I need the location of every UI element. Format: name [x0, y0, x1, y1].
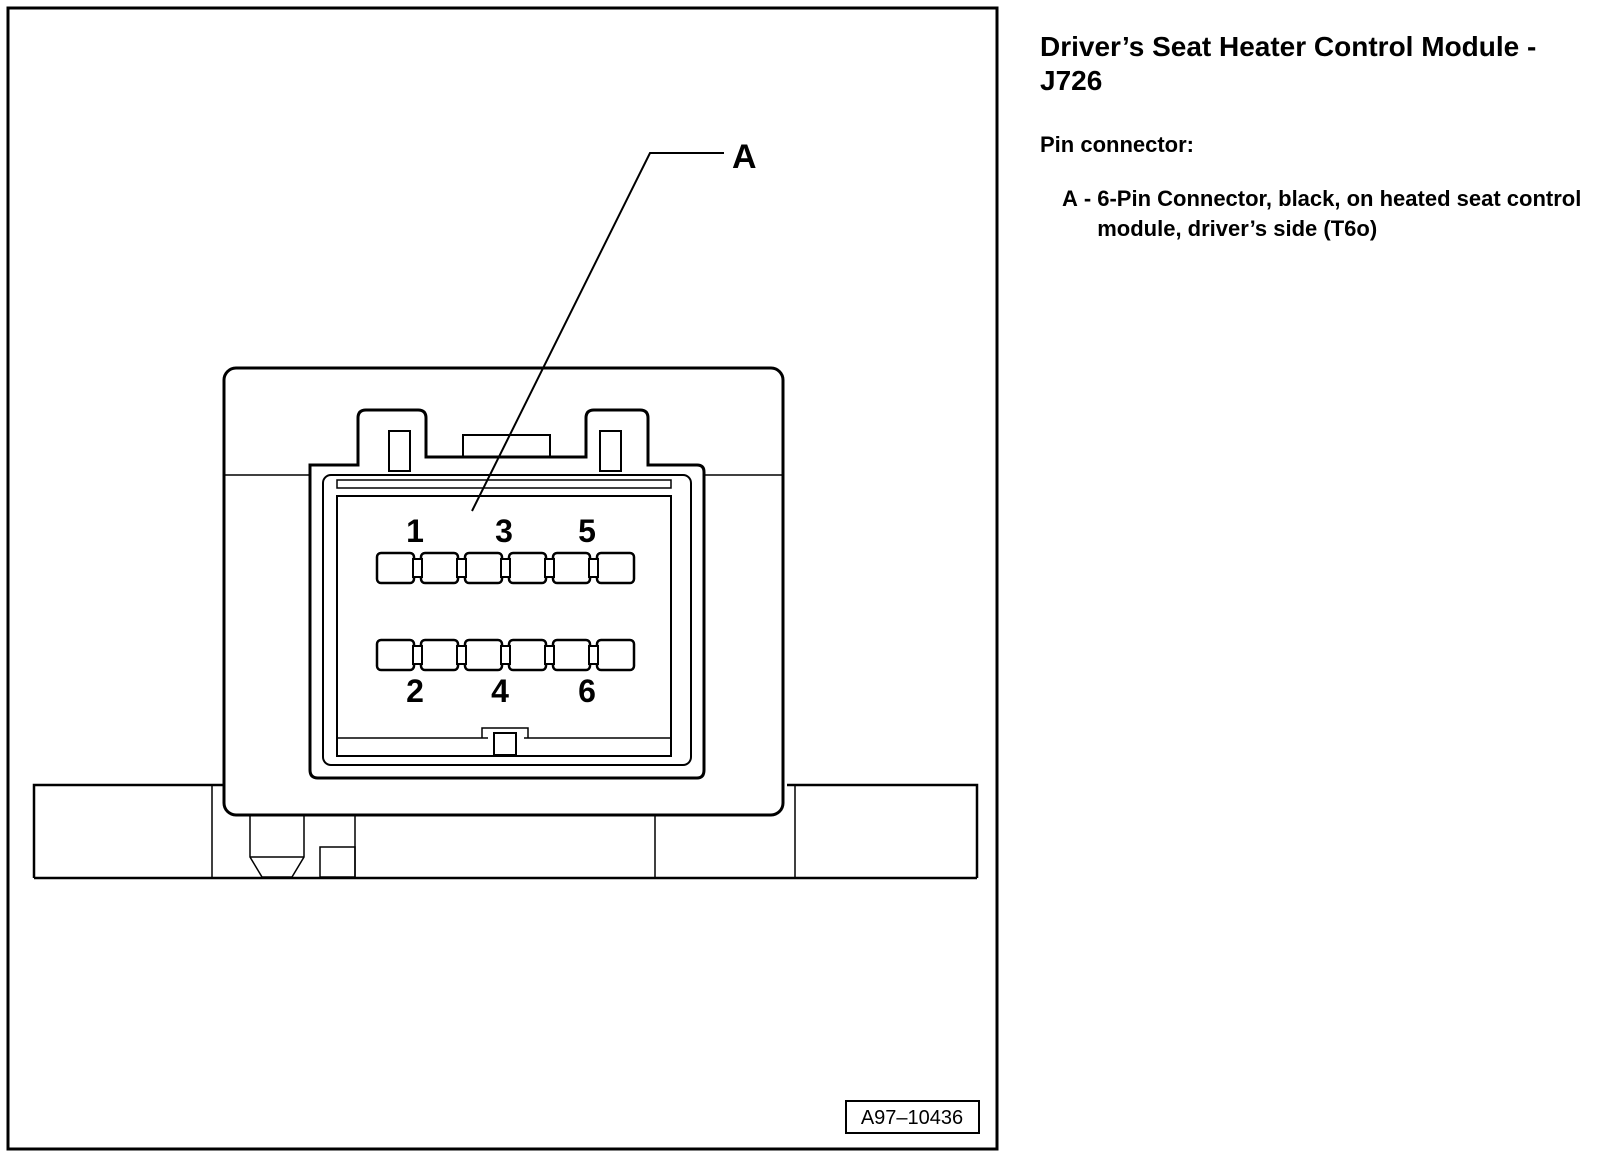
terminal-segment-top-2 — [419, 551, 460, 585]
legend-separator: - — [1083, 186, 1092, 211]
terminal-joint-top-4 — [544, 558, 555, 578]
terminal-joint-bottom-2 — [456, 645, 467, 665]
figure-id-box — [845, 1100, 980, 1134]
pin-label-3: 3 — [495, 513, 513, 549]
description-panel: Driver’s Seat Heater Control Module - J7… — [1040, 30, 1595, 244]
terminal-segment-bottom-3 — [463, 638, 504, 672]
pin-label-6: 6 — [578, 673, 596, 709]
terminal-segment-bottom-1 — [375, 638, 416, 672]
terminal-segment-top-1 — [375, 551, 416, 585]
diagram-frame — [6, 6, 999, 1151]
connector-diagram: 1 3 5 2 4 6 A A97–10436 — [6, 6, 999, 1151]
legend-item-a: A - 6-Pin Connector, black, on heated se… — [1062, 184, 1595, 244]
terminal-segment-bottom-2 — [419, 638, 460, 672]
callout-label: A — [732, 138, 757, 176]
terminal-segment-top-6 — [595, 551, 636, 585]
page-title: Driver’s Seat Heater Control Module - J7… — [1040, 31, 1537, 96]
terminal-segment-top-4 — [507, 551, 548, 585]
mounting-bracket — [32, 783, 979, 880]
terminal-joint-bottom-4 — [544, 645, 555, 665]
section-subtitle: Pin connector: — [1040, 132, 1195, 157]
terminal-segment-top-5 — [551, 551, 592, 585]
terminal-segment-top-3 — [463, 551, 504, 585]
terminal-segment-bottom-5 — [551, 638, 592, 672]
legend-text: 6-Pin Connector, black, on heated seat c… — [1097, 186, 1582, 241]
legend-key: A — [1062, 186, 1078, 211]
terminal-joint-bottom-1 — [412, 645, 423, 665]
terminal-joint-bottom-3 — [500, 645, 511, 665]
six-pin-connector — [308, 408, 706, 780]
terminal-joint-top-3 — [500, 558, 511, 578]
pin-label-5: 5 — [578, 513, 596, 549]
terminal-joint-top-1 — [412, 558, 423, 578]
pin-label-1: 1 — [406, 513, 424, 549]
terminal-segment-bottom-4 — [507, 638, 548, 672]
pin-terminals — [375, 551, 636, 672]
terminal-joint-bottom-5 — [588, 645, 599, 665]
terminal-joint-top-5 — [588, 558, 599, 578]
terminal-segment-bottom-6 — [595, 638, 636, 672]
pin-label-4: 4 — [491, 673, 509, 709]
pin-label-2: 2 — [406, 673, 424, 709]
figure-id: A97–10436 — [861, 1107, 963, 1129]
callout-leader-line — [471, 152, 724, 512]
terminal-joint-top-2 — [456, 558, 467, 578]
